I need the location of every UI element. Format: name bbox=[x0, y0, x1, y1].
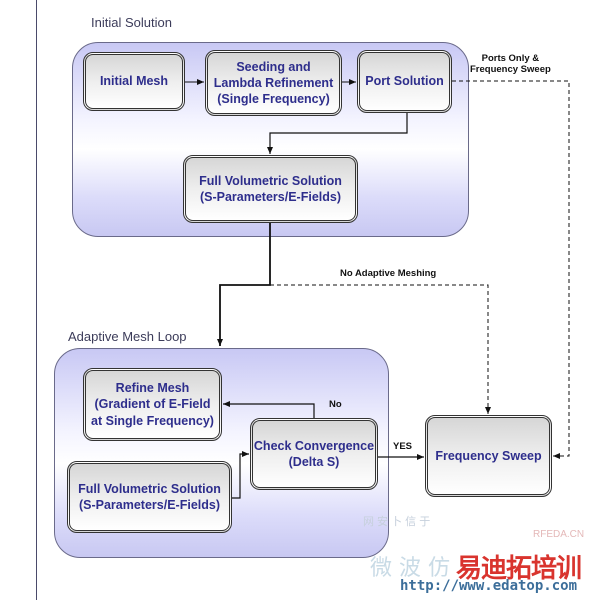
label-ports-only-line-2: Frequency Sweep bbox=[470, 64, 551, 76]
node-full-volumetric-solution-loop[interactable]: Full Volumetric Solution (S-Parameters/E-… bbox=[67, 461, 232, 533]
initial-solution-label: Initial Solution bbox=[91, 15, 172, 30]
node-text-line: Full Volumetric Solution bbox=[199, 173, 342, 188]
node-initial-mesh[interactable]: Initial Mesh bbox=[83, 52, 185, 111]
node-text-line: Frequency Sweep bbox=[435, 448, 542, 463]
node-text-line: at Single Frequency) bbox=[91, 413, 214, 428]
watermark-brand-cn: 易迪拓培训 bbox=[456, 553, 582, 583]
node-text-line: (S-Parameters/E-Fields) bbox=[78, 498, 220, 512]
label-ports-only-line-1: Ports Only & bbox=[481, 53, 540, 64]
label-ports-only-frequency-sweep: Ports Only & Frequency Sweep bbox=[470, 53, 551, 76]
node-full-volumetric-solution-initial[interactable]: Full Volumetric Solution (S-Parameters/E-… bbox=[183, 155, 358, 223]
node-text-line: Initial Mesh bbox=[99, 74, 169, 89]
edge-ports-only-frequency-sweep bbox=[452, 80, 570, 459]
watermark-site-cn: RFEDA.CN bbox=[533, 529, 585, 540]
watermark-url: http://www.edatop.com bbox=[400, 578, 578, 594]
node-text: Initial Mesh bbox=[100, 73, 168, 89]
node-text-line: (Single Frequency) bbox=[217, 92, 330, 107]
node-text-line: Check Convergence bbox=[253, 438, 375, 453]
node-text-line: Seeding and bbox=[236, 59, 311, 74]
node-text-line: (Gradient of E-Field bbox=[94, 397, 211, 412]
edge-full-volumetric-to-adaptive-loop bbox=[217, 223, 271, 346]
adaptive-mesh-loop-label: Adaptive Mesh Loop bbox=[68, 329, 187, 344]
label-no-adaptive-meshing: No Adaptive Meshing bbox=[340, 268, 437, 279]
label-yes: YES bbox=[393, 441, 413, 452]
node-text: Port Solution bbox=[365, 73, 443, 89]
node-text: Frequency Sweep bbox=[435, 448, 541, 464]
node-text-line: Port Solution bbox=[365, 74, 444, 89]
node-text: Check Convergence (Delta S) bbox=[254, 438, 374, 471]
node-text-line: (S-Parameters/E-Fields) bbox=[199, 190, 341, 204]
node-frequency-sweep[interactable]: Frequency Sweep bbox=[425, 415, 552, 497]
node-text: Full Volumetric Solution (S-Parameters/E-… bbox=[78, 481, 221, 514]
node-text-line: Refine Mesh bbox=[115, 381, 190, 396]
watermark-left-cn: 微 波 仿 bbox=[370, 556, 450, 581]
node-text-line: (Delta S) bbox=[288, 455, 340, 469]
label-no: No bbox=[329, 399, 342, 410]
page-margin-line bbox=[36, 0, 37, 600]
node-text: Full Volumetric Solution (S-Parameters/E-… bbox=[199, 173, 342, 206]
node-text-line: Lambda Refinement bbox=[213, 75, 334, 90]
node-check-convergence[interactable]: Check Convergence (Delta S) bbox=[250, 418, 378, 490]
node-port-solution[interactable]: Port Solution bbox=[357, 50, 452, 113]
node-text-line: Full Volumetric Solution bbox=[78, 481, 221, 496]
